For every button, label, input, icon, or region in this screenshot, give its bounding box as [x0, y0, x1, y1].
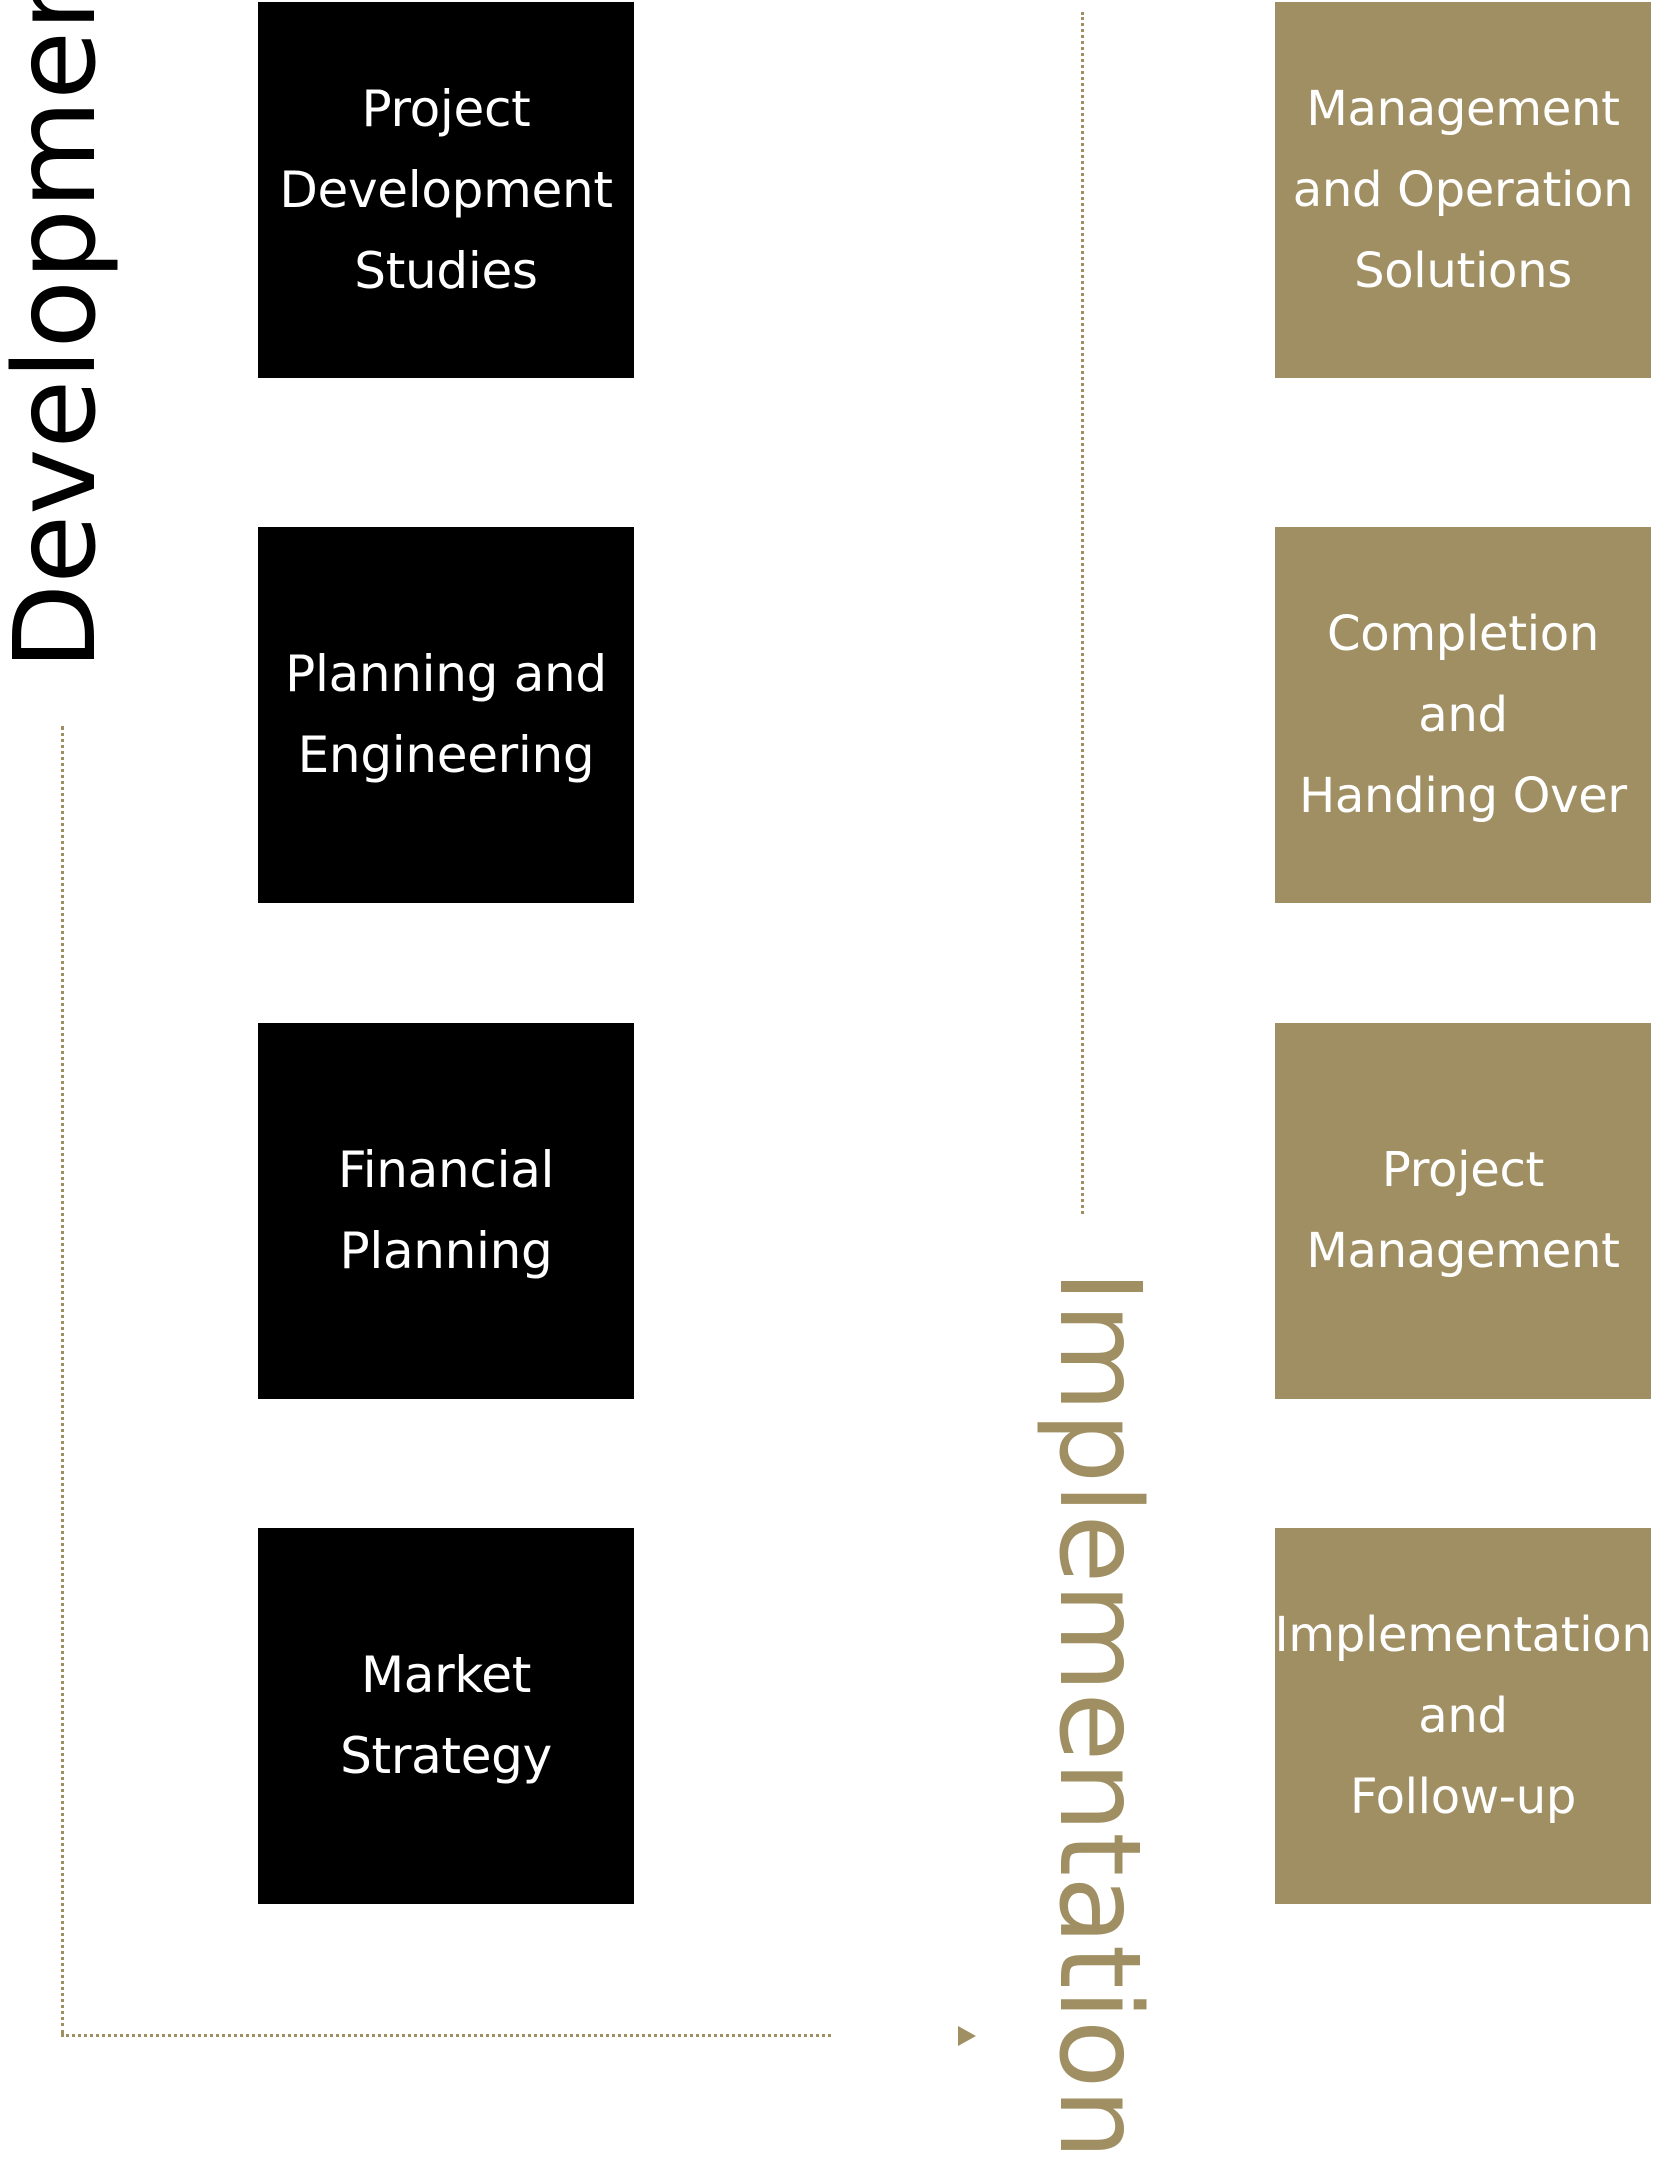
impl-step-label: Implementation and Follow-up	[1274, 1606, 1652, 1825]
dev-step-planning-engineering: Planning and Engineering	[258, 527, 634, 903]
impl-step-label: Management and Operation Solutions	[1292, 80, 1634, 299]
impl-step-label: Completion and Handing Over	[1299, 605, 1627, 824]
dev-step-financial-planning: Financial Planning	[258, 1023, 634, 1399]
development-connector-line	[61, 726, 64, 2034]
impl-step-implementation-follow-up: Implementation and Follow-up	[1274, 1528, 1652, 1904]
dev-step-label: Project Development Studies	[279, 79, 613, 300]
implementation-label: Implementation	[1034, 1270, 1164, 2159]
arrow-head-icon	[958, 2026, 976, 2046]
dev-step-label: Financial Planning	[337, 1141, 555, 1280]
bottom-connector-line	[61, 2034, 831, 2037]
dev-step-market-strategy: Market Strategy	[258, 1528, 634, 1904]
dev-step-label: Market Strategy	[340, 1646, 552, 1785]
development-label: Development	[0, 0, 121, 670]
implementation-connector-line	[1081, 12, 1084, 1214]
dev-step-label: Planning and Engineering	[285, 645, 607, 784]
impl-step-project-management: Project Management	[1275, 1023, 1651, 1399]
impl-step-label: Project Management	[1306, 1142, 1620, 1279]
impl-step-management-operation: Management and Operation Solutions	[1275, 2, 1651, 378]
impl-step-completion-handing-over: Completion and Handing Over	[1275, 527, 1651, 903]
dev-step-project-development-studies: Project Development Studies	[258, 2, 634, 378]
